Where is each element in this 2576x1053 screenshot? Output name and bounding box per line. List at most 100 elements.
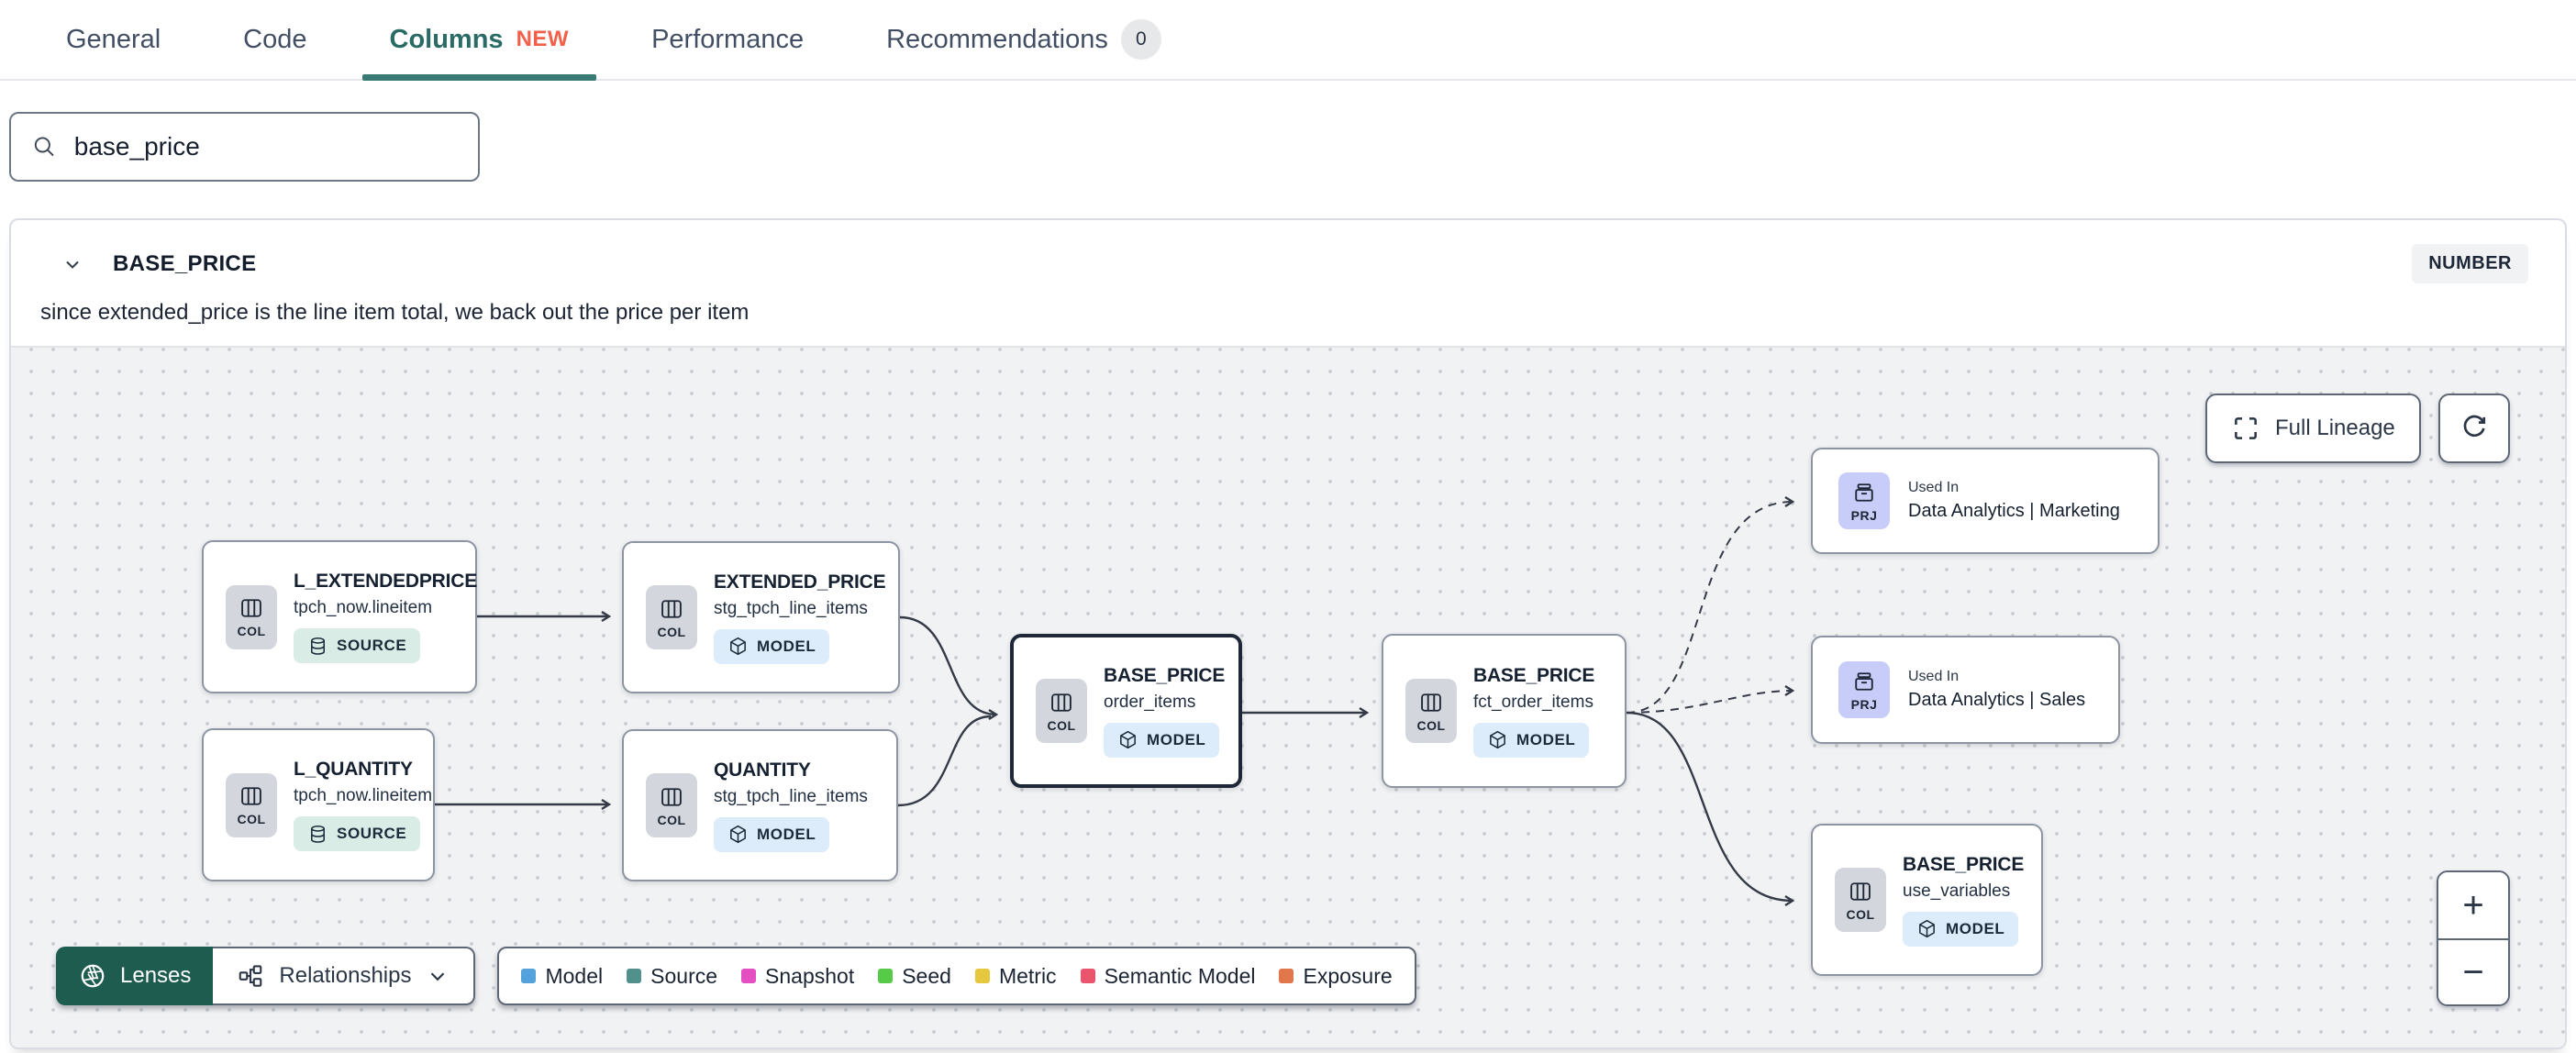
legend-item-metric: Metric: [974, 964, 1057, 989]
tab-performance[interactable]: Performance: [624, 0, 831, 79]
column-name: BASE_PRICE: [113, 250, 257, 276]
column-badge: COL: [226, 772, 277, 837]
tab-code[interactable]: Code: [216, 0, 334, 79]
tab-recommendations[interactable]: Recommendations 0: [859, 0, 1189, 79]
database-icon: [311, 825, 325, 843]
legend-item-source: Source: [627, 964, 717, 989]
node-subtitle: tpch_now.lineitem: [294, 786, 433, 805]
column-description: since extended_price is the line item to…: [40, 300, 749, 325]
archive-icon: [1855, 671, 1873, 691]
model-pill: MODEL: [1104, 722, 1220, 758]
column-search[interactable]: [9, 112, 480, 182]
column-badge: COL: [226, 584, 277, 649]
tab-columns[interactable]: Columns NEW: [361, 0, 597, 81]
lineage-node-extended-price[interactable]: COL EXTENDED_PRICE stg_tpch_line_items M…: [622, 541, 900, 693]
lens-group: Lenses Relationships: [56, 947, 476, 1005]
lineage-node-base-price-fct[interactable]: COL BASE_PRICE fct_order_items MODEL: [1382, 634, 1627, 788]
columns-icon: [1421, 693, 1441, 712]
chevron-down-icon: [431, 972, 445, 981]
node-title: BASE_PRICE: [1473, 664, 1595, 686]
legend-swatch: [521, 969, 537, 983]
columns-icon: [241, 599, 261, 617]
chevron-down-icon: [66, 260, 79, 269]
lineage-node-usedin-sales[interactable]: PRJ Used In Data Analytics | Sales: [1811, 636, 2120, 744]
node-subtitle: stg_tpch_line_items: [714, 786, 868, 806]
column-header[interactable]: BASE_PRICE NUMBER: [11, 220, 2565, 283]
lineage-node-base-price-selected[interactable]: COL BASE_PRICE order_items MODEL: [1010, 634, 1242, 788]
columns-icon: [661, 787, 682, 806]
lineage-node-l-quantity[interactable]: COL L_QUANTITY tpch_now.lineitem SOURCE: [202, 728, 435, 881]
legend-swatch: [741, 969, 757, 983]
model-pill: MODEL: [1903, 911, 2019, 947]
lenses-button[interactable]: Lenses: [56, 947, 214, 1005]
legend-swatch: [878, 969, 894, 983]
node-subtitle: fct_order_items: [1473, 692, 1593, 712]
lineage-node-base-price-use-variables[interactable]: COL BASE_PRICE use_variables MODEL: [1811, 824, 2043, 976]
node-subtitle: order_items: [1104, 692, 1196, 712]
archive-icon: [1855, 482, 1873, 502]
column-badge: COL: [1036, 679, 1087, 743]
cube-icon: [1490, 730, 1505, 749]
zoom-in-button[interactable]: +: [2438, 872, 2508, 938]
lineage-node-quantity[interactable]: COL QUANTITY stg_tpch_line_items MODEL: [622, 729, 898, 881]
legend-swatch: [627, 969, 642, 983]
usedin-label: Used In: [1908, 480, 1960, 495]
database-icon: [311, 637, 325, 655]
node-subtitle: tpch_now.lineitem: [294, 598, 433, 617]
new-badge: NEW: [516, 27, 570, 51]
lineage-edges: [435, 495, 1795, 907]
legend-item-model: Model: [521, 964, 603, 989]
tab-label: Code: [243, 24, 307, 54]
column-badge: COL: [1405, 679, 1457, 743]
model-pill: MODEL: [714, 628, 830, 664]
columns-icon: [661, 599, 682, 618]
node-subtitle: stg_tpch_line_items: [714, 598, 868, 618]
refresh-icon: [2463, 415, 2486, 438]
node-title: BASE_PRICE: [1104, 664, 1226, 686]
node-title: EXTENDED_PRICE: [714, 571, 886, 593]
columns-icon: [241, 787, 261, 805]
cube-icon: [730, 637, 746, 656]
node-title: L_QUANTITY: [294, 759, 413, 780]
node-title: L_EXTENDEDPRICE: [294, 571, 478, 592]
column-badge: COL: [646, 585, 697, 649]
full-lineage-button[interactable]: Full Lineage: [2205, 393, 2421, 463]
column-badge: COL: [1835, 868, 1886, 932]
columns-icon: [1051, 693, 1071, 712]
legend-item-seed: Seed: [878, 964, 951, 989]
node-title: QUANTITY: [714, 759, 811, 781]
lineage-canvas[interactable]: COL L_EXTENDEDPRICE tpch_now.lineitem SO…: [11, 346, 2565, 1047]
usedin-label: Used In: [1908, 669, 1960, 684]
legend-item-snapshot: Snapshot: [741, 964, 854, 989]
tab-bar: General Code Columns NEW Performance Rec…: [0, 0, 2576, 81]
node-title: BASE_PRICE: [1903, 853, 2025, 875]
lineage-node-l-extendedprice[interactable]: COL L_EXTENDEDPRICE tpch_now.lineitem SO…: [202, 540, 477, 693]
legend-swatch: [974, 969, 990, 983]
cube-icon: [1919, 919, 1935, 938]
tab-general[interactable]: General: [39, 0, 188, 79]
tab-label: Columns: [389, 24, 504, 54]
source-pill: SOURCE: [294, 816, 421, 851]
source-pill: SOURCE: [294, 628, 421, 663]
columns-icon: [1850, 881, 1871, 901]
lineage-toolbar: Lenses Relationships: [56, 947, 1416, 1005]
model-pill: MODEL: [714, 816, 830, 852]
relationships-dropdown[interactable]: Relationships: [213, 947, 476, 1005]
lineage-node-usedin-marketing[interactable]: PRJ Used In Data Analytics | Marketing: [1811, 448, 2160, 554]
tab-label: Performance: [651, 24, 805, 54]
project-badge: PRJ: [1838, 661, 1890, 718]
legend-item-exposure: Exposure: [1279, 964, 1393, 989]
refresh-button[interactable]: [2438, 393, 2510, 463]
relationships-icon: [239, 965, 262, 987]
search-input[interactable]: [73, 132, 458, 161]
count-badge: 0: [1120, 19, 1161, 60]
usedin-name: Data Analytics | Marketing: [1908, 501, 2120, 521]
legend-item-semantic-model: Semantic Model: [1080, 964, 1255, 989]
zoom-controls: + −: [2437, 870, 2510, 1006]
tab-label: Recommendations: [886, 24, 1108, 54]
node-subtitle: use_variables: [1903, 881, 2011, 901]
aperture-icon: [81, 964, 105, 988]
zoom-out-button[interactable]: −: [2438, 938, 2508, 1004]
project-badge: PRJ: [1838, 472, 1890, 529]
column-panel: BASE_PRICE NUMBER since extended_price i…: [9, 218, 2567, 1049]
